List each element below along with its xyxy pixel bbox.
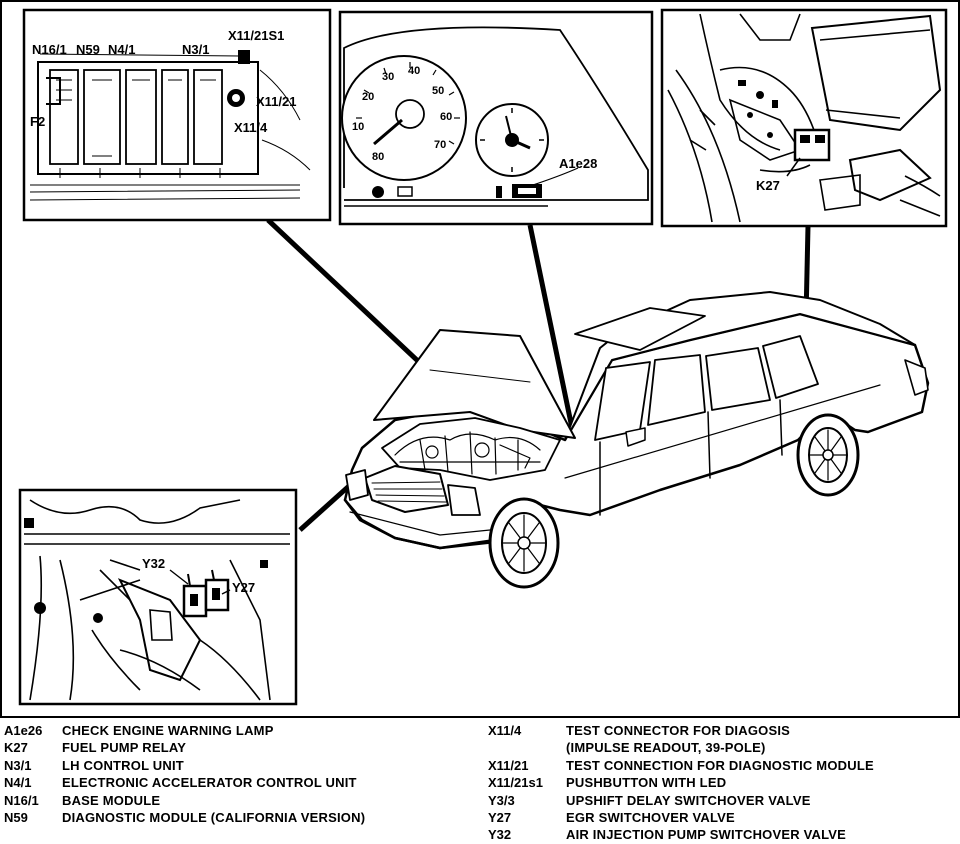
component-locator-diagram: N16/1 N59 N4/1 N3/1 X11/21S1 X11/21 X11/… — [0, 0, 960, 718]
legend-row: X11/21s1 PUSHBUTTON WITH LED — [488, 774, 958, 791]
legend-desc: TEST CONNECTION FOR DIAGNOSTIC MODULE — [566, 757, 874, 773]
legend-desc: EGR SWITCHOVER VALVE — [566, 809, 735, 825]
callout-x11-4: X11/4 — [234, 120, 268, 135]
legend-code: Y27 — [488, 809, 512, 825]
callout-y32: Y32 — [142, 556, 165, 571]
legend-desc: TEST CONNECTOR FOR DIAGOSIS — [566, 723, 791, 738]
callout-x11-21: X11/21 — [256, 94, 297, 109]
legend-desc: DIAGNOSTIC MODULE (CALIFORNIA VERSION) — [62, 809, 366, 825]
legend-code: A1e26 — [4, 723, 43, 738]
legend-row: X11/21 TEST CONNECTION FOR DIAGNOSTIC MOD… — [488, 757, 958, 774]
inset-fuse-box: N16/1 N59 N4/1 N3/1 X11/21S1 X11/21 X11/… — [22, 8, 332, 222]
legend-code: X11/4 — [488, 723, 522, 738]
legend-row: (IMPULSE READOUT, 39-POLE) — [488, 739, 958, 756]
legend-code: Y32 — [488, 827, 512, 843]
leader-cluster — [527, 224, 575, 429]
legend-code: N4/1 — [4, 775, 32, 791]
legend-row: N3/1 LH CONTROL UNIT — [4, 757, 474, 774]
legend-desc: (IMPULSE READOUT, 39-POLE) — [566, 740, 766, 756]
inset-relay: K27 — [660, 8, 948, 228]
legend: A1e26 CHECK ENGINE WARNING LAMP K27 FUEL P… — [0, 718, 960, 842]
legend-desc: PUSHBUTTON WITH LED — [566, 775, 727, 791]
legend-row: Y27 EGR SWITCHOVER VALVE — [488, 809, 958, 826]
callout-n16-1: N16/1 — [32, 42, 67, 57]
callout-k27: K27 — [756, 178, 780, 193]
legend-row: K27 FUEL PUMP RELAY — [4, 739, 474, 756]
legend-desc: UPSHIFT DELAY SWITCHOVER VALVE — [566, 792, 811, 808]
legend-desc: LH CONTROL UNIT — [62, 757, 184, 773]
inset-instrument-cluster: 10 20 30 40 50 60 70 80 A1e28 — [338, 10, 654, 226]
dial-label-80: 80 — [372, 151, 384, 163]
callout-n59: N59 — [76, 42, 100, 57]
legend-desc: ELECTRONIC ACCELERATOR CONTROL UNIT — [62, 775, 357, 791]
dial-label-70: 70 — [434, 139, 446, 151]
legend-left-column: A1e26 CHECK ENGINE WARNING LAMP K27 FUEL P… — [4, 722, 474, 826]
legend-right-column: X11/4 TEST CONNECTOR FOR DIAGOSIS (IMPULS… — [488, 722, 958, 844]
dial-label-40: 40 — [408, 65, 420, 77]
legend-code: N59 — [4, 809, 28, 825]
callout-x11-21s1: X11/21S1 — [228, 28, 284, 43]
dial-label-30: 30 — [382, 71, 394, 83]
legend-desc: AIR INJECTION PUMP SWITCHOVER VALVE — [566, 827, 847, 843]
dial-label-20: 20 — [362, 91, 374, 103]
legend-row: Y32 AIR INJECTION PUMP SWITCHOVER VALVE — [488, 826, 958, 843]
legend-row: N4/1 ELECTRONIC ACCELERATOR CONTROL UNIT — [4, 774, 474, 791]
callout-y27: Y27 — [232, 580, 255, 595]
callout-f2: F2 — [30, 114, 45, 129]
dial-label-50: 50 — [432, 85, 444, 97]
dial-label-10: 10 — [352, 121, 364, 133]
legend-code: N16/1 — [4, 792, 39, 808]
inset-valves: Y32 Y27 — [18, 488, 298, 706]
legend-row: A1e26 CHECK ENGINE WARNING LAMP — [4, 722, 474, 739]
callout-n3-1: N3/1 — [182, 42, 209, 57]
dial-label-60: 60 — [440, 111, 452, 123]
legend-code — [488, 739, 566, 756]
legend-row: N16/1 BASE MODULE — [4, 792, 474, 809]
legend-code: K27 — [4, 740, 28, 756]
legend-code: Y3/3 — [488, 792, 515, 808]
legend-desc: CHECK ENGINE WARNING LAMP — [62, 723, 274, 738]
legend-row: Y3/3 UPSHIFT DELAY SWITCHOVER VALVE — [488, 792, 958, 809]
legend-desc: FUEL PUMP RELAY — [62, 740, 187, 756]
car-illustration — [343, 291, 930, 589]
callout-n4-1: N4/1 — [108, 42, 135, 57]
legend-row: X11/4 TEST CONNECTOR FOR DIAGOSIS — [488, 722, 958, 739]
legend-row: N59 DIAGNOSTIC MODULE (CALIFORNIA VERSION… — [4, 809, 474, 826]
legend-desc: BASE MODULE — [62, 792, 161, 808]
legend-code: N3/1 — [4, 757, 32, 773]
callout-a1e28: A1e28 — [559, 156, 597, 171]
legend-code: X11/21 — [488, 757, 529, 773]
legend-code: X11/21s1 — [488, 775, 543, 791]
